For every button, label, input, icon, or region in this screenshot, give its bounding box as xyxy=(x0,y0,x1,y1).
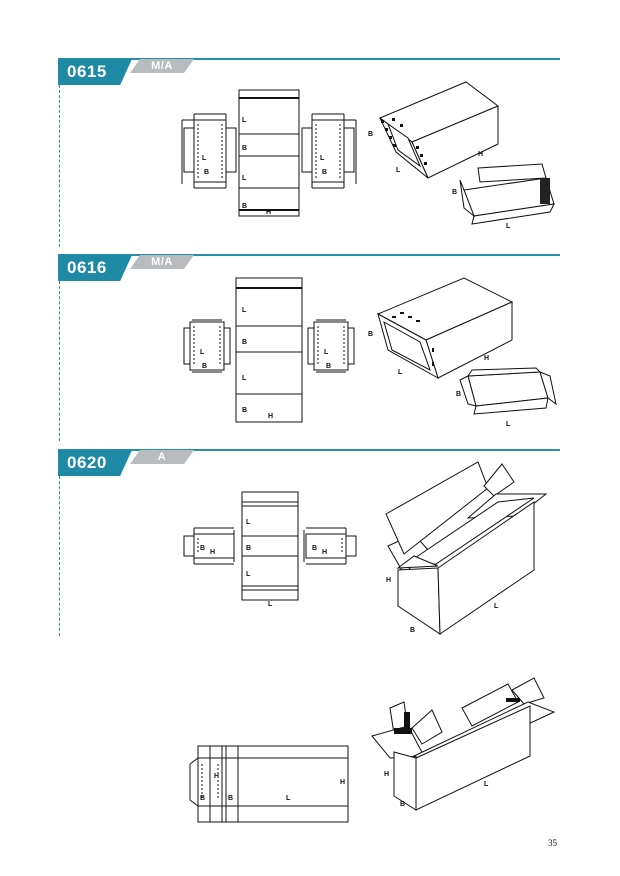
dim-label-l: L xyxy=(398,369,403,376)
dim-label-l: L xyxy=(268,601,273,608)
flat-layout-0615: L B L B H L B L B xyxy=(180,88,360,220)
dim-label-b: B xyxy=(312,545,317,552)
section-rule-0620 xyxy=(58,449,560,451)
section-rule-0615 xyxy=(58,58,560,60)
section-code-0616: 0616 xyxy=(58,255,132,281)
dim-label-b: B xyxy=(228,795,233,802)
dim-label-b: B xyxy=(242,339,247,346)
dim-label-b: B xyxy=(368,331,373,338)
dim-label-b: B xyxy=(410,627,415,634)
flap-shading xyxy=(394,728,412,734)
dim-label-l: L xyxy=(200,349,205,356)
dim-label-b: B xyxy=(242,203,247,210)
dim-label-b: B xyxy=(242,145,247,152)
dim-label-b: B xyxy=(322,169,327,176)
dim-label-b: B xyxy=(456,391,461,398)
dim-label-b: B xyxy=(452,189,457,196)
tray-3d-view-0615: B L xyxy=(452,164,560,230)
tray-flap-shading xyxy=(540,178,550,204)
box-3d-view-0616: B L H xyxy=(368,276,518,380)
dim-label-h: H xyxy=(268,413,273,420)
box-3d-view-section-4: H L B xyxy=(368,672,560,812)
dim-label-h: H xyxy=(386,577,391,584)
section-dash-0616 xyxy=(59,281,60,441)
dim-label-h: H xyxy=(214,773,219,780)
dim-label-h: H xyxy=(478,151,483,158)
dim-label-l: L xyxy=(396,167,401,174)
dim-label-b: B xyxy=(400,801,405,808)
flap-shading xyxy=(506,698,520,702)
dim-label-h: H xyxy=(340,779,345,786)
flat-layout-0616: L B L B H L B L B xyxy=(180,276,360,426)
dim-label-l: L xyxy=(246,519,251,526)
dim-label-l: L xyxy=(242,117,247,124)
flap-shading xyxy=(404,712,410,730)
section-code-0620: 0620 xyxy=(58,450,132,476)
dim-label-l: L xyxy=(202,155,207,162)
dim-label-l: L xyxy=(494,603,499,610)
dim-label-b: B xyxy=(368,131,373,138)
dim-label-h: H xyxy=(484,355,489,362)
dim-label-l: L xyxy=(286,795,291,802)
dim-label-l: L xyxy=(246,571,251,578)
dim-label-l: L xyxy=(320,155,325,162)
section-type-0616: M/A xyxy=(130,255,194,269)
dim-label-h: H xyxy=(322,549,327,556)
section-dash-0620 xyxy=(59,476,60,636)
dim-label-l: L xyxy=(484,781,489,788)
tray-3d-view-0616: B L xyxy=(456,368,560,428)
section-type-0615: M/A xyxy=(130,59,194,73)
dim-label-l: L xyxy=(242,307,247,314)
dim-label-l: L xyxy=(242,175,247,182)
dim-label-l: L xyxy=(242,375,247,382)
dim-label-l: L xyxy=(324,349,329,356)
dim-label-b: B xyxy=(326,363,331,370)
section-dash-0615 xyxy=(59,85,60,247)
dim-label-h: H xyxy=(266,209,271,216)
box-3d-view-0615: B L H xyxy=(368,80,508,180)
dim-label-b: B xyxy=(204,169,209,176)
flat-layout-0620: L B L L B H B H xyxy=(180,490,360,608)
dim-label-b: B xyxy=(246,545,251,552)
dim-label-h: H xyxy=(210,549,215,556)
dim-label-l: L xyxy=(506,421,511,428)
section-code-0615: 0615 xyxy=(58,59,132,85)
dim-label-b: B xyxy=(242,407,247,414)
section-type-0620: A xyxy=(130,450,194,464)
section-rule-0616 xyxy=(58,254,560,256)
dim-label-h: H xyxy=(384,771,389,778)
dim-label-b: B xyxy=(200,795,205,802)
dim-label-b: B xyxy=(202,363,207,370)
flat-layout-section-4: H B B L H xyxy=(186,744,354,824)
dim-label-b: B xyxy=(200,545,205,552)
page-number: 35 xyxy=(548,838,557,848)
box-3d-view-0620: H L B xyxy=(368,458,560,638)
dim-label-l: L xyxy=(506,223,511,230)
